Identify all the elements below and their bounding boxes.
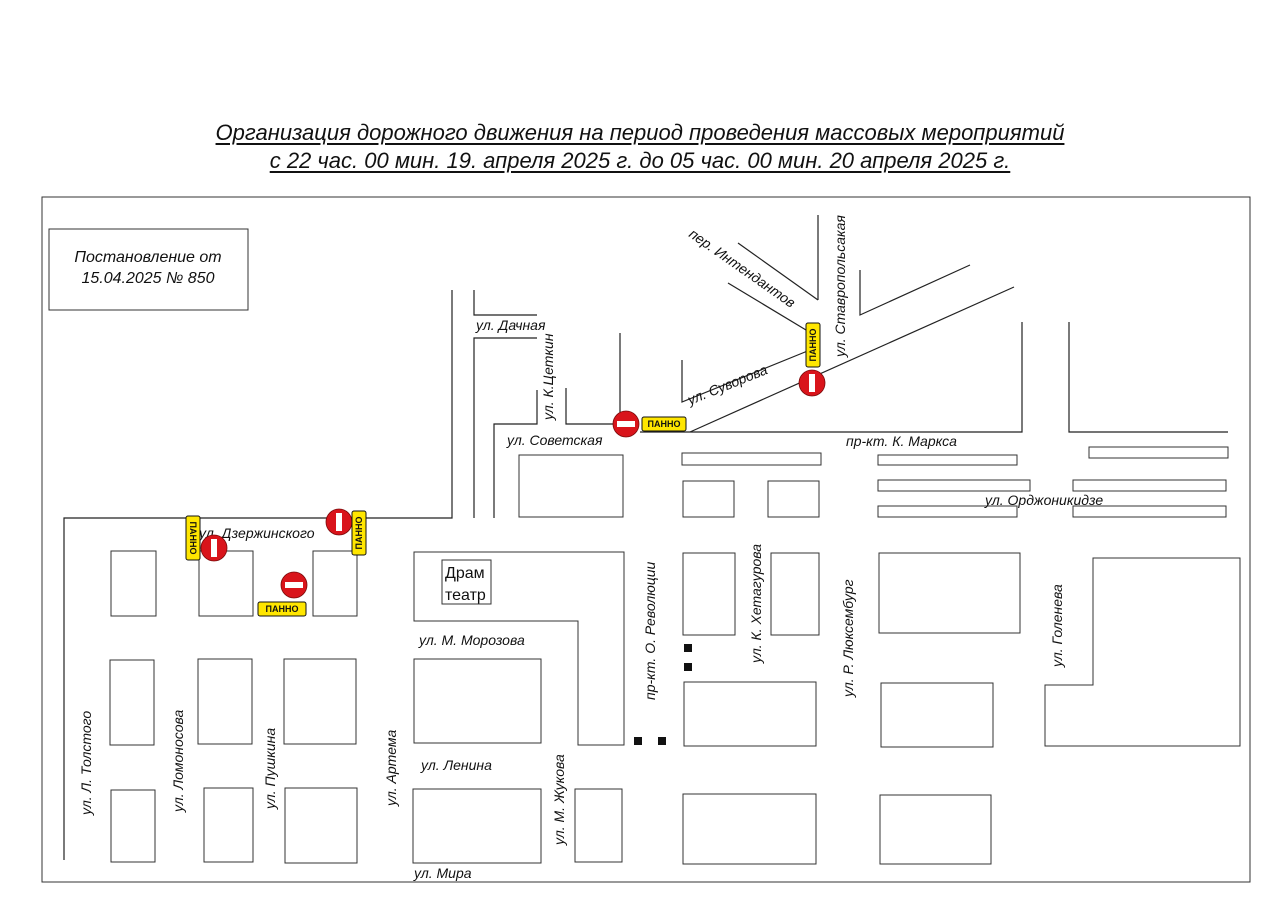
no-entry-sign-icon — [798, 369, 826, 397]
street-label-stavropolskaya: ул. Ставропольсакая — [832, 215, 848, 358]
title-text-2: с 22 час. 00 мин. 19. апреля 2025 г. до … — [269, 148, 1011, 173]
street-label-lyuksemburg: ул. Р. Люксембург — [840, 579, 856, 698]
barrier-markers — [634, 644, 692, 745]
street-label-sovetskaya: ул. Советская — [506, 432, 603, 448]
barrier-marker — [684, 663, 692, 671]
street-label-tolstogo: ул. Л. Толстого — [78, 711, 94, 816]
street-label-lomonosova: ул. Ломоносова — [170, 709, 186, 813]
street-label-tsetkin: ул. К.Цеткин — [540, 333, 556, 421]
city-blocks — [109, 446, 1241, 865]
street-label-dachnaya: ул. Дачная — [475, 317, 546, 333]
theatre-line1: Драм — [445, 565, 485, 582]
panno-sign: ПАННО — [641, 416, 687, 432]
street-label-dzerzhinskogo: ул. Дзержинского — [198, 525, 315, 541]
no-entry-sign-icon — [280, 571, 308, 599]
panno-sign: ПАННО — [351, 510, 367, 556]
street-label-mira: ул. Мира — [413, 865, 472, 881]
barrier-marker — [684, 644, 692, 652]
street-label-zhukova: ул. М. Жукова — [551, 754, 567, 846]
road-signs: ПАННО ПАННО ПАННО ПАННО ПАННО — [185, 322, 826, 617]
street-label-pushkina: ул. Пушкина — [262, 728, 278, 810]
map-title-line2: с 22 час. 00 мин. 19. апреля 2025 г. до … — [0, 148, 1280, 174]
map-frame — [41, 196, 1251, 883]
theatre-line2: театр — [445, 587, 486, 604]
street-label-lenina: ул. Ленина — [420, 757, 492, 773]
road-outlines — [63, 215, 1228, 860]
decree-box: Постановление от 15.04.2025 № 850 — [48, 228, 249, 311]
street-label-artema: ул. Артема — [383, 729, 399, 807]
title-text-1: Организация дорожного движения на период… — [215, 120, 1065, 145]
no-entry-sign-icon — [325, 508, 353, 536]
street-label-marksa: пр-кт. К. Маркса — [846, 433, 957, 449]
panno-sign: ПАННО — [257, 601, 307, 617]
panno-label: ПАННО — [266, 604, 299, 614]
drama-theatre: Драм театр — [441, 559, 492, 605]
street-label-khetagurova: ул. К. Хетагурова — [748, 544, 764, 664]
no-entry-sign-icon — [612, 410, 640, 438]
panno-label: ПАННО — [648, 419, 681, 429]
street-label-goleneva: ул. Голенева — [1049, 584, 1065, 668]
panno-sign: ПАННО — [185, 515, 201, 561]
panno-sign: ПАННО — [805, 322, 821, 368]
panno-label: ПАННО — [188, 522, 198, 555]
barrier-marker — [634, 737, 642, 745]
panno-label: ПАННО — [808, 329, 818, 362]
street-label-revolyutsii: пр-кт. О. Революции — [642, 561, 658, 700]
decree-line1: Постановление от — [74, 249, 221, 266]
street-label-ordzhonikidze: ул. Орджоникидзе — [984, 492, 1103, 508]
no-entry-sign-icon — [200, 534, 228, 562]
map-title-line1: Организация дорожного движения на период… — [0, 120, 1280, 146]
barrier-marker — [658, 737, 666, 745]
decree-line2: 15.04.2025 № 850 — [82, 270, 215, 287]
panno-label: ПАННО — [354, 517, 364, 550]
street-label-morozova: ул. М. Морозова — [418, 632, 525, 648]
